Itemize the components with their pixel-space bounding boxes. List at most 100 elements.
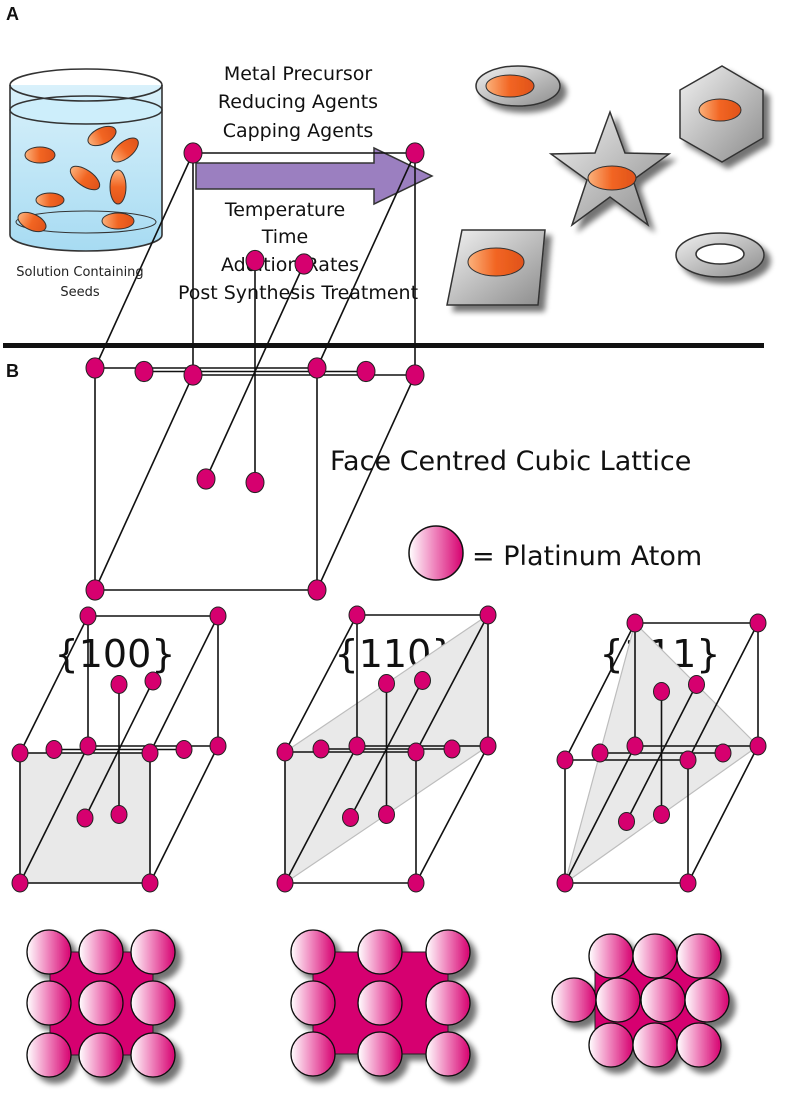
platinum-atom bbox=[196, 468, 216, 490]
platinum-atom bbox=[130, 980, 176, 1026]
condition-2: Time bbox=[261, 226, 309, 248]
platinum-atom bbox=[378, 674, 395, 693]
lattice-line bbox=[84, 680, 154, 819]
platinum-atom bbox=[209, 606, 227, 626]
cube-edge bbox=[19, 615, 89, 754]
platinum-atom bbox=[357, 980, 403, 1026]
platinum-atom bbox=[653, 805, 670, 824]
platinum-atom bbox=[26, 929, 72, 975]
cube-edge bbox=[149, 615, 219, 754]
packing-block bbox=[290, 929, 471, 1077]
platinum-atom bbox=[626, 613, 644, 633]
lattice-line bbox=[205, 263, 305, 480]
platinum-atom bbox=[183, 364, 203, 386]
beaker bbox=[9, 68, 163, 252]
platinum-atom bbox=[618, 812, 635, 831]
legend-text: = Platinum Atom bbox=[472, 541, 702, 572]
platinum-atom bbox=[556, 750, 574, 770]
platinum-atom bbox=[414, 671, 431, 690]
platinum-atom bbox=[676, 933, 722, 979]
platinum-atom bbox=[749, 736, 767, 756]
lattice-line bbox=[625, 684, 698, 822]
cube-edge bbox=[94, 374, 194, 591]
product-parallelogram bbox=[446, 229, 546, 306]
platinum-atom bbox=[357, 929, 403, 975]
platinum-atom bbox=[209, 736, 227, 756]
platinum-atom bbox=[307, 357, 327, 379]
cube-edge bbox=[316, 374, 416, 591]
platinum-atom bbox=[425, 1031, 471, 1077]
condition-3: Addition Rates bbox=[221, 254, 359, 276]
platinum-atom bbox=[79, 736, 97, 756]
packing-block bbox=[26, 929, 176, 1078]
product-ring bbox=[675, 232, 765, 278]
platinum-atom bbox=[78, 929, 124, 975]
platinum-atom bbox=[551, 977, 597, 1023]
platinum-atom bbox=[245, 471, 265, 494]
platinum-atom bbox=[290, 1031, 336, 1077]
platinum-atom bbox=[342, 808, 359, 827]
panel-divider bbox=[3, 343, 764, 348]
platinum-atom bbox=[684, 977, 730, 1023]
cube-edge bbox=[284, 614, 358, 753]
cube-edge bbox=[564, 622, 636, 761]
platinum-atom bbox=[443, 739, 461, 759]
platinum-atom bbox=[276, 873, 294, 893]
cube-edge bbox=[415, 614, 489, 753]
panel-a-letter: A bbox=[6, 4, 19, 24]
product-disc bbox=[475, 65, 561, 107]
platinum-atom bbox=[78, 1032, 124, 1078]
platinum-atom bbox=[348, 736, 366, 756]
platinum-atom bbox=[640, 977, 686, 1023]
platinum-atom bbox=[141, 743, 159, 763]
reagent-2: Reducing Agents bbox=[218, 91, 378, 113]
platinum-atom bbox=[79, 606, 97, 626]
platinum-atom bbox=[175, 740, 193, 759]
platinum-atom bbox=[130, 1032, 176, 1078]
cube-edge bbox=[19, 745, 89, 884]
platinum-atom bbox=[556, 873, 574, 893]
reagent-3: Capping Agents bbox=[223, 120, 374, 142]
platinum-atom bbox=[356, 360, 376, 383]
platinum-atom bbox=[130, 929, 176, 975]
platinum-atom bbox=[276, 742, 294, 762]
platinum-atom bbox=[632, 933, 678, 979]
platinum-atom bbox=[595, 977, 641, 1023]
platinum-atom bbox=[290, 929, 336, 975]
cube-edge bbox=[149, 745, 219, 884]
platinum-atom bbox=[290, 980, 336, 1026]
reagent-1: Metal Precursor bbox=[224, 63, 373, 85]
packing-block bbox=[551, 933, 730, 1068]
platinum-atom bbox=[134, 360, 154, 383]
platinum-atom bbox=[679, 750, 697, 770]
platinum-atom bbox=[676, 1022, 722, 1068]
platinum-atom bbox=[78, 980, 124, 1026]
cube-edge bbox=[687, 622, 759, 761]
seed-particles bbox=[17, 125, 139, 233]
platinum-atom bbox=[26, 980, 72, 1026]
platinum-atom bbox=[632, 1022, 678, 1068]
platinum-atom bbox=[144, 671, 162, 691]
cube-100-plane bbox=[11, 606, 227, 893]
platinum-atom bbox=[183, 142, 203, 164]
platinum-atom bbox=[405, 142, 425, 164]
platinum-atom bbox=[588, 1022, 634, 1068]
cube-edge bbox=[687, 745, 759, 884]
platinum-atom bbox=[378, 805, 395, 824]
platinum-atom bbox=[749, 613, 767, 633]
panel-b-letter: B bbox=[6, 361, 19, 381]
cube-111-plane bbox=[556, 613, 767, 893]
platinum-atom bbox=[110, 675, 128, 694]
platinum-atom bbox=[294, 253, 314, 275]
platinum-atom bbox=[110, 805, 128, 824]
platinum-atom-legend-icon bbox=[408, 525, 464, 581]
platinum-atom bbox=[479, 736, 497, 756]
beaker-label-line2: Seeds bbox=[60, 285, 100, 300]
condition-1: Temperature bbox=[224, 199, 345, 221]
cube-edge bbox=[415, 745, 489, 884]
platinum-atom bbox=[407, 873, 425, 893]
platinum-atom bbox=[312, 739, 330, 759]
lattice-title: Face Centred Cubic Lattice bbox=[330, 446, 691, 477]
platinum-atom bbox=[479, 605, 497, 625]
